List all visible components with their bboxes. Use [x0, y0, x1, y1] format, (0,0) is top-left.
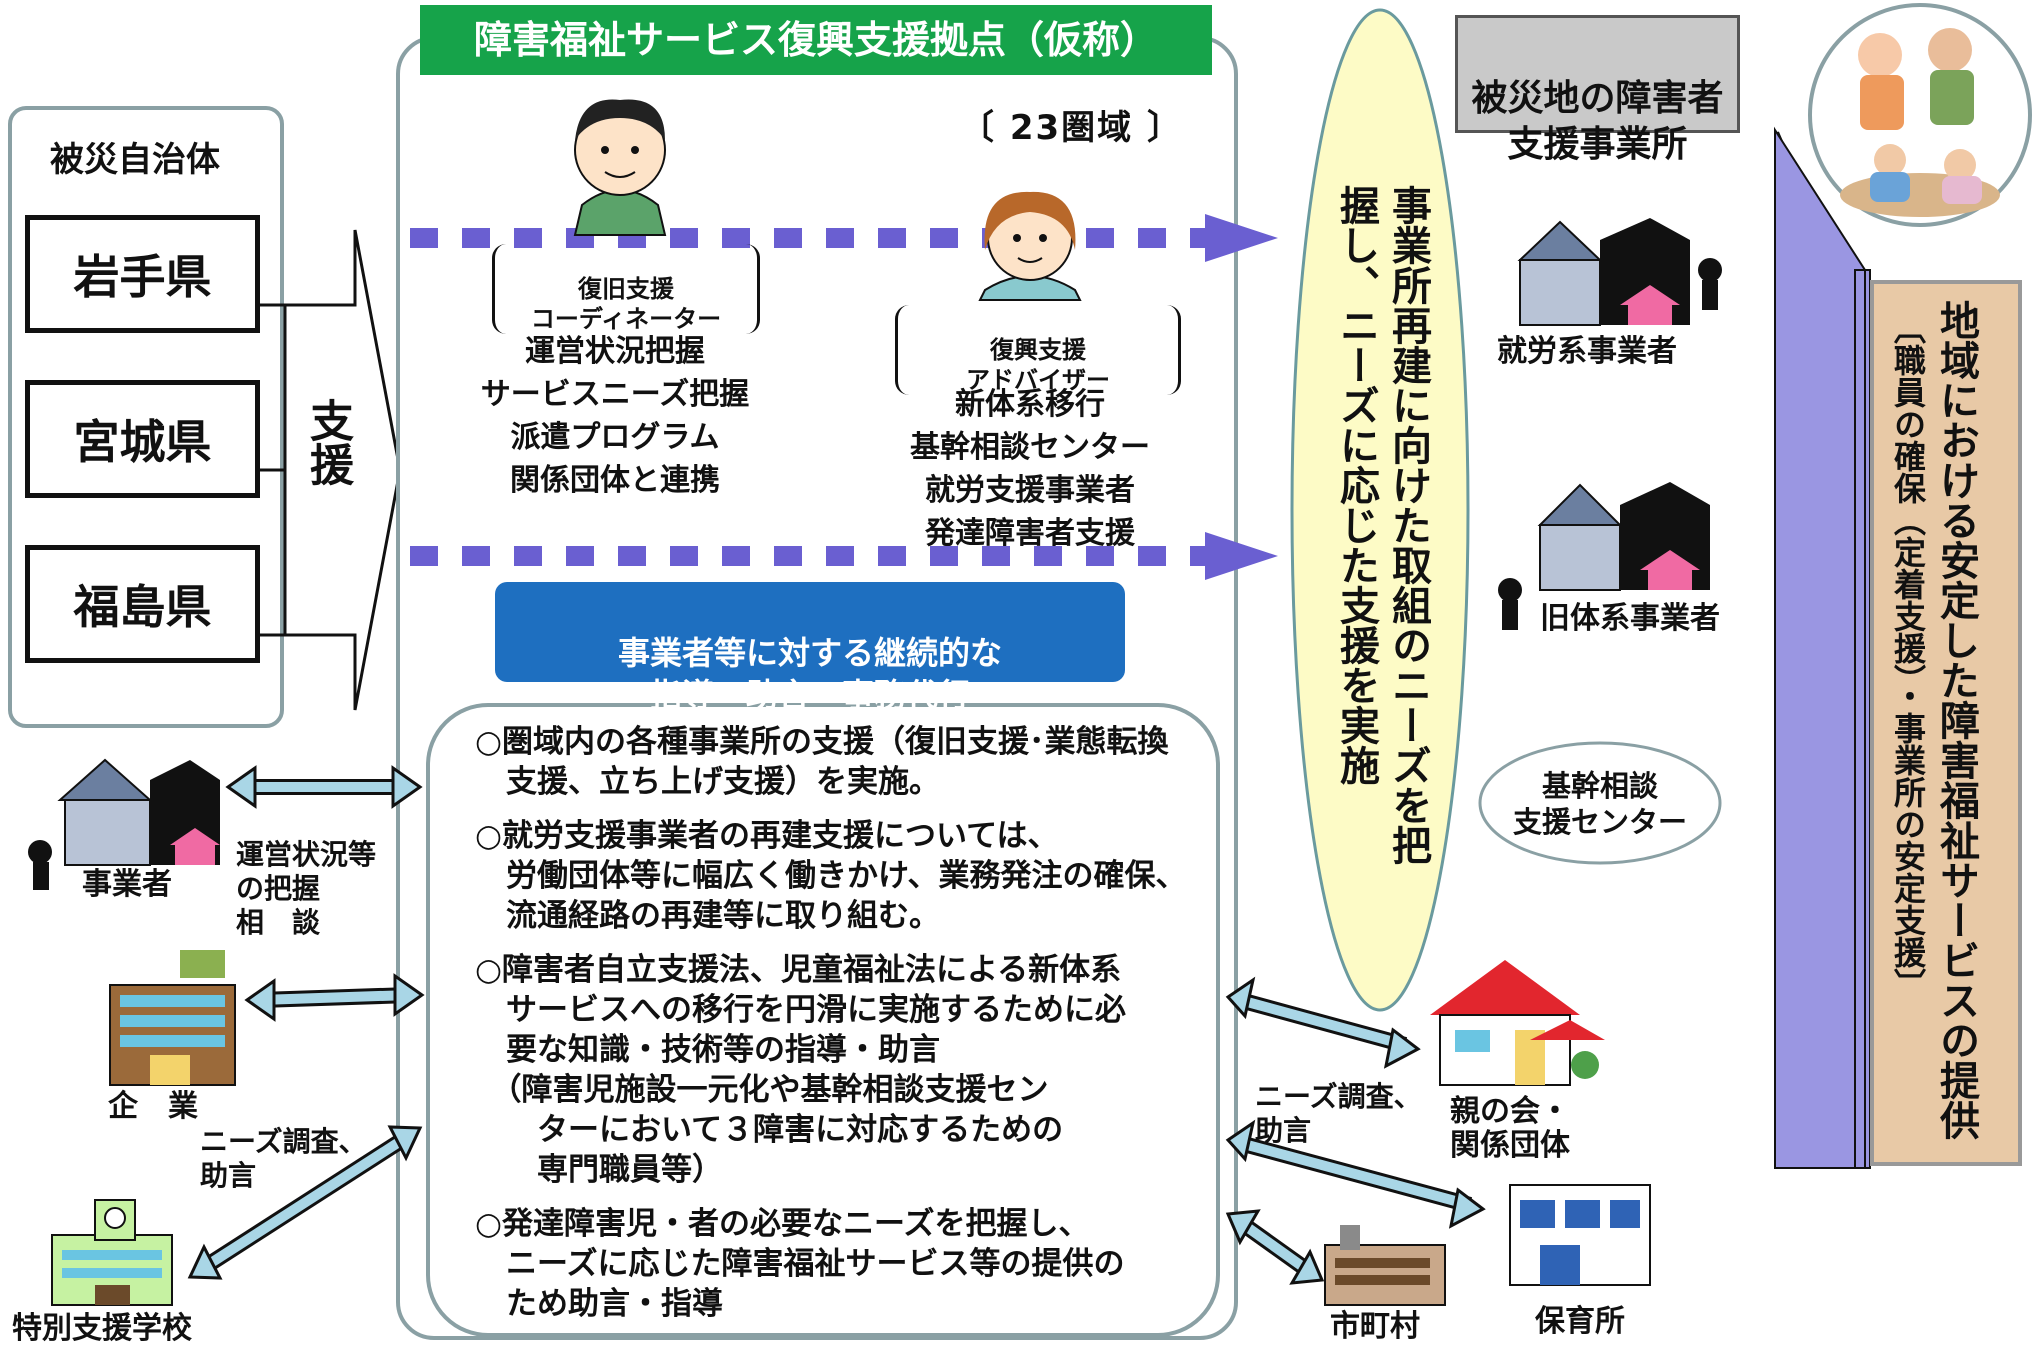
- worker-figure-icon: [28, 840, 52, 890]
- guidance-banner: 事業者等に対する継続的な 指導・助言・事務代行: [495, 582, 1125, 714]
- old-system-label: 旧体系事業者: [1540, 601, 1720, 636]
- area-label: 〔 23圏域 〕: [960, 108, 1184, 148]
- school-label: 特別支援学校: [12, 1311, 192, 1346]
- worker-figure-icon: [1698, 258, 1722, 310]
- coordinator-role: 復旧支援 コーディネーター: [492, 244, 760, 334]
- double-arrow-nursery: [1225, 1119, 1486, 1229]
- parents-label: 親の会・ 関係団体: [1450, 1094, 1570, 1163]
- core-center-label: 基幹相談 支援センター: [1512, 769, 1687, 839]
- bullet-item: ○圏域内の各種事業所の支援（復旧支援･業態転換 支援、立ち上げ支援）を実施。: [475, 724, 1169, 800]
- support-arrow: [283, 229, 402, 711]
- hub-title: 障害福祉サービス復興支援拠点（仮称）: [473, 18, 1158, 62]
- city-hall-icon: [1324, 1225, 1446, 1306]
- worker-figure-icon: [1498, 578, 1522, 630]
- wedge-main: [1774, 126, 1867, 1169]
- right-needs-note: ニーズ調査、 助言: [1255, 1080, 1422, 1147]
- adviser-avatar: [978, 191, 1082, 301]
- employment-label: 就労系事業者: [1497, 334, 1677, 369]
- nursery-building-icon: [1509, 1184, 1651, 1286]
- prefecture-miyagi: 宮城県: [25, 380, 260, 498]
- double-arrow-parents: [1225, 976, 1421, 1069]
- bullet-item: ○発達障害児・者の必要なニーズを把握し、 ニーズに応じた障害福祉サービス等の提供…: [475, 1206, 1125, 1322]
- area-name: 23圏域: [1009, 108, 1134, 148]
- recipient-title-text: 被災地の障害者 支援事業所: [1471, 78, 1724, 165]
- recipient-title: 被災地の障害者 支援事業所: [1455, 15, 1740, 165]
- double-arrow-company: [244, 973, 425, 1022]
- guidance-text: 事業者等に対する継続的な 指導・助言・事務代行: [617, 634, 1002, 714]
- bullet-item: ○就労支援事業者の再建支援については、 労働団体等に幅広く働きかけ、業務発注の確…: [475, 818, 1187, 934]
- business-label: 事業者: [82, 867, 172, 902]
- dashed-arrowhead-lower: [1205, 532, 1278, 580]
- dashed-arrowhead-upper: [1205, 214, 1278, 262]
- relief-workers-illustration: [1840, 28, 2000, 217]
- hub-title-bar: 障害福祉サービス復興支援拠点（仮称）: [420, 5, 1212, 75]
- prefecture-bracket: [260, 303, 287, 637]
- parents-house-icon: [1430, 960, 1605, 1086]
- prefecture-iwate: 岩手県: [25, 215, 260, 333]
- nursery-label: 保育所: [1535, 1304, 1625, 1339]
- company-building-icon: [109, 950, 236, 1086]
- school-needs-note: ニーズ調査、 助言: [200, 1125, 367, 1192]
- bullet-list: ○圏域内の各種事業所の支援（復旧支援･業態転換 支援、立ち上げ支援）を実施。 ○…: [475, 722, 1205, 1338]
- support-label: 支援: [302, 398, 353, 486]
- coordinator-role-text: 復旧支援 コーディネーター: [530, 275, 722, 333]
- bullet-item: ○障害者自立支援法、児童福祉法による新体系 サービスへの移行を円滑に実施するため…: [475, 952, 1126, 1188]
- result-box: [1870, 280, 2022, 1166]
- employment-building-icon: [1517, 218, 1690, 326]
- adviser-tasks: 新体系移行 基幹相談センター 就労支援事業者 発達障害者支援: [910, 387, 1150, 551]
- coordinator-tasks: 運営状況把握 サービスニーズ把握 派遣プログラム 関係団体と連携: [480, 334, 750, 498]
- result-main: 地域における安定した障害福祉サービスの提供: [1933, 300, 1979, 1140]
- business-building-icon: [57, 758, 220, 866]
- bullet-panel: [426, 703, 1220, 1337]
- school-building-icon: [51, 1199, 173, 1306]
- prefecture-fukushima: 福島県: [25, 545, 260, 663]
- coordinator-avatar: [573, 99, 667, 236]
- company-label: 企 業: [108, 1089, 198, 1124]
- oval-text: 事業所再建に向けた取組のニーズを把握し、ニーズに応じた支援を実施: [1333, 185, 1431, 865]
- core-center-oval: [1478, 741, 1722, 865]
- double-arrow-business: [225, 765, 423, 809]
- double-arrow-city: [1225, 1209, 1325, 1285]
- needs-oval: [1290, 8, 1470, 1012]
- municipality-title: 被災自治体: [50, 140, 220, 180]
- adviser-role-text: 復興支援 アドバイザー: [966, 336, 1110, 394]
- old-system-building-icon: [1537, 482, 1710, 591]
- double-arrow-school: [187, 1125, 423, 1280]
- business-note: 運営状況等 の把握 相 談: [236, 838, 377, 939]
- city-label: 市町村: [1330, 1309, 1420, 1344]
- result-sub: 〔職員の確保（定着支援）・事業所の安定支援〕: [1889, 312, 1927, 1000]
- adviser-role: 復興支援 アドバイザー: [895, 305, 1181, 395]
